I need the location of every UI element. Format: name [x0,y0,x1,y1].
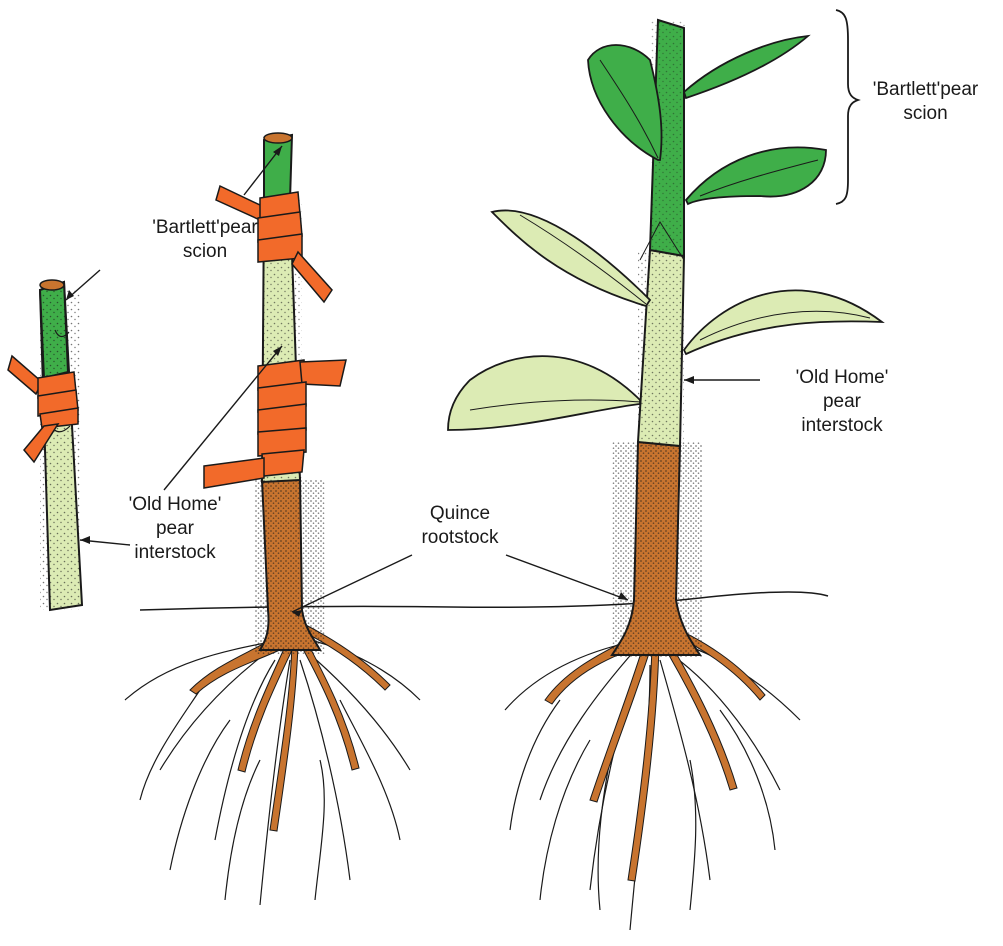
label-rootstock-line2: rootstock [390,526,530,550]
label-small-interstock-line3: interstock [100,541,250,565]
label-large-scion-line2: scion [848,102,1003,126]
label-large-scion: 'Bartlett'pear scion [848,78,1003,126]
large-tree [448,20,882,930]
label-large-interstock: 'Old Home' pear interstock [772,366,912,438]
label-large-interstock-line1: 'Old Home' [772,366,912,390]
label-large-scion-line1: 'Bartlett'pear [848,78,1003,102]
label-small-interstock-line2: pear [100,517,250,541]
label-rootstock: Quince rootstock [390,502,530,550]
label-large-interstock-line3: interstock [772,414,912,438]
pointer-rootstock-right [506,555,628,600]
ground-line [140,592,828,610]
label-small-interstock: 'Old Home' pear interstock [100,493,250,565]
label-small-scion-line2: scion [130,240,280,264]
label-rootstock-line1: Quince [390,502,530,526]
label-small-interstock-line1: 'Old Home' [100,493,250,517]
small-cutting [8,280,82,610]
label-small-scion-line1: 'Bartlett'pear [130,216,280,240]
label-large-interstock-line2: pear [772,390,912,414]
label-small-scion: 'Bartlett'pear scion [130,216,280,264]
